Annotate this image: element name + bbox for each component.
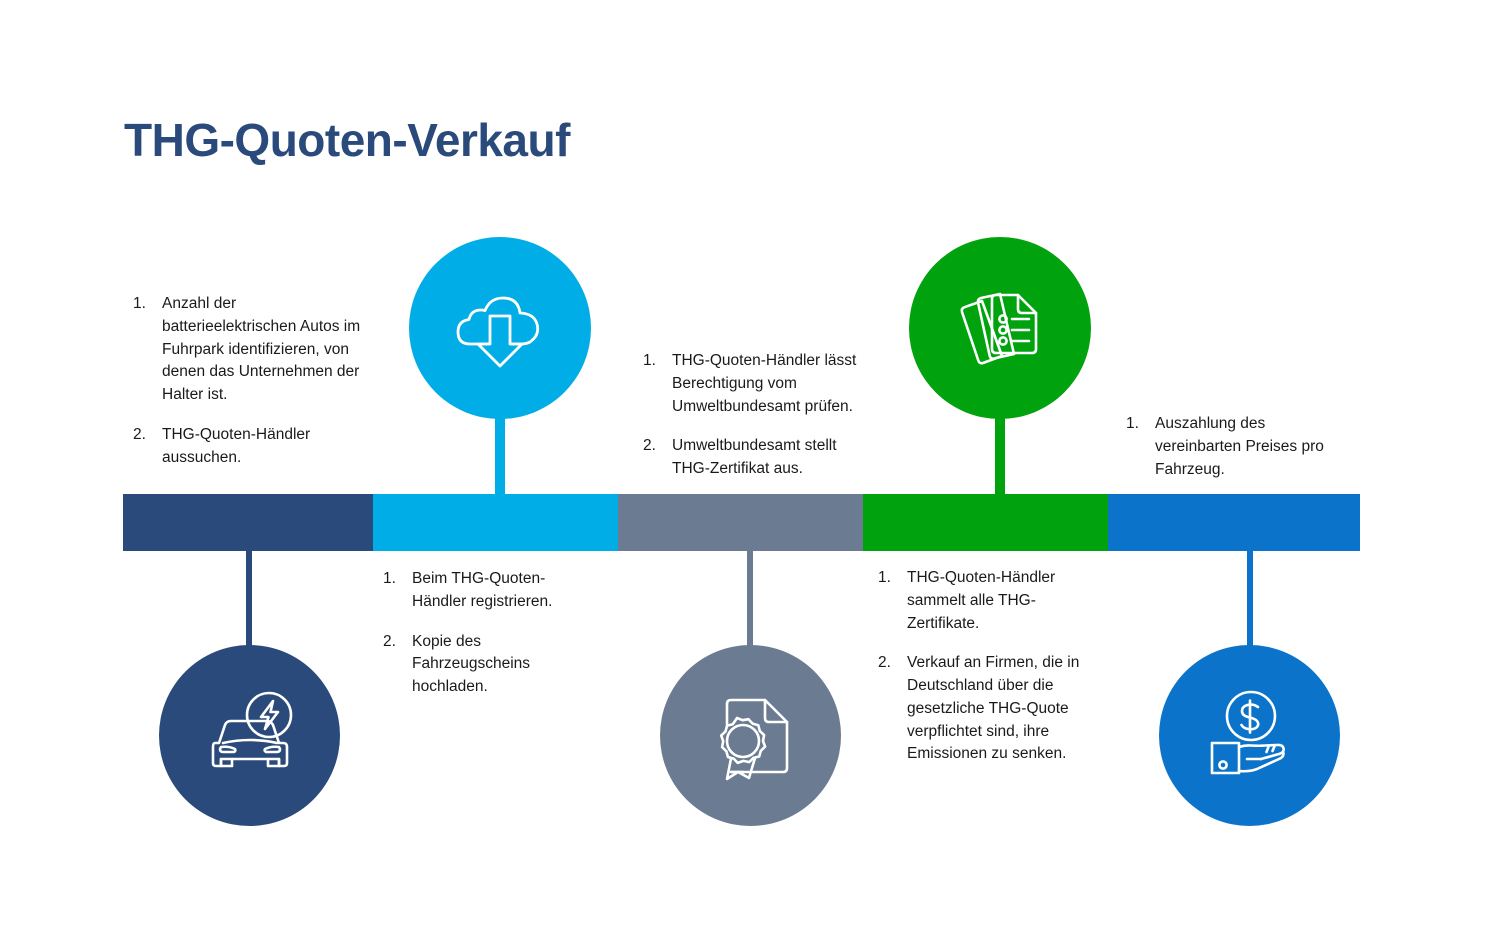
cloud-download-icon [456,296,540,368]
step-text: THG-Quoten-Händler lässt Berechtigung vo… [672,352,857,415]
stage-4-step-1: 1. THG-Quoten-Händler sammelt alle THG-Z… [878,567,1093,635]
step-text: Verkauf an Firmen, die in Deutschland üb… [907,654,1080,763]
timeline-bar [123,494,1360,551]
step-text: THG-Quoten-Händler aussuchen. [162,425,311,466]
stage-5-step-1: 1. Auszahlung des vereinbarten Preises p… [1126,413,1352,481]
timeline-segment-1[interactable] [123,494,373,551]
stage-3-step-2: 2. Umweltbundesamt stellt THG-Zertifikat… [643,435,875,481]
document-stack-checklist-icon [960,292,1038,365]
electric-car-icon [211,691,292,767]
stage-2-step-1: 1. Beim THG-Quoten-Händler registrieren. [383,568,598,614]
step-text: Beim THG-Quoten-Händler registrieren. [412,570,553,610]
stage-2-step-2: 2. Kopie des Fahrzeugscheins hochladen. [383,631,598,699]
connector-stage-1 [246,551,252,651]
stage-3-text-block: 1. THG-Quoten-Händler lässt Berechtigung… [643,350,875,481]
step-text: Anzahl der batterieelektrischen Autos im… [162,295,361,404]
timeline-segment-5[interactable] [1108,494,1360,551]
step-text: THG-Quoten-Händler sammelt alle THG-Zert… [907,569,1056,632]
certificate-document-icon [719,698,788,780]
page-title: THG-Quoten-Verkauf [124,114,570,166]
step-number: 1. [643,352,656,369]
stage-4-step-2: 2. Verkauf an Firmen, die in Deutschland… [878,652,1093,766]
step-number: 1. [878,569,891,586]
connector-stage-3 [747,551,753,651]
step-text: Umweltbundesamt stellt THG-Zertifikat au… [672,437,837,478]
stage-5-icon-circle[interactable] [1159,645,1340,826]
connector-stage-5 [1247,551,1253,651]
timeline-segment-3[interactable] [618,494,863,551]
stage-1-text-block: 1. Anzahl der batterieelektrischen Autos… [133,293,368,469]
hand-holding-dollar-icon [1210,690,1285,774]
timeline-segment-4[interactable] [863,494,1108,551]
step-number: 1. [133,295,146,312]
step-number: 2. [383,632,396,650]
step-number: 1. [1126,415,1139,432]
step-text: Auszahlung des vereinbarten Preises pro … [1155,415,1324,478]
stage-5-text-block: 1. Auszahlung des vereinbarten Preises p… [1126,413,1352,481]
step-text: Kopie des Fahrzeugscheins hochladen. [412,632,531,696]
stage-1-step-1: 1. Anzahl der batterieelektrischen Autos… [133,293,368,407]
stage-3-step-1: 1. THG-Quoten-Händler lässt Berechtigung… [643,350,875,418]
timeline-segment-2[interactable] [373,494,618,551]
stage-4-text-block: 1. THG-Quoten-Händler sammelt alle THG-Z… [878,567,1093,766]
stage-2-icon-circle[interactable] [409,237,591,419]
step-number: 1. [383,570,396,587]
connector-stage-4 [995,394,1005,494]
step-number: 2. [878,654,891,672]
stage-1-icon-circle[interactable] [159,645,340,826]
step-number: 2. [643,437,656,455]
stage-4-icon-circle[interactable] [909,237,1091,419]
stage-3-icon-circle[interactable] [660,645,841,826]
stage-1-step-2: 2. THG-Quoten-Händler aussuchen. [133,424,368,470]
stage-2-text-block: 1. Beim THG-Quoten-Händler registrieren.… [383,568,598,699]
connector-stage-2 [495,394,505,494]
step-number: 2. [133,425,146,443]
